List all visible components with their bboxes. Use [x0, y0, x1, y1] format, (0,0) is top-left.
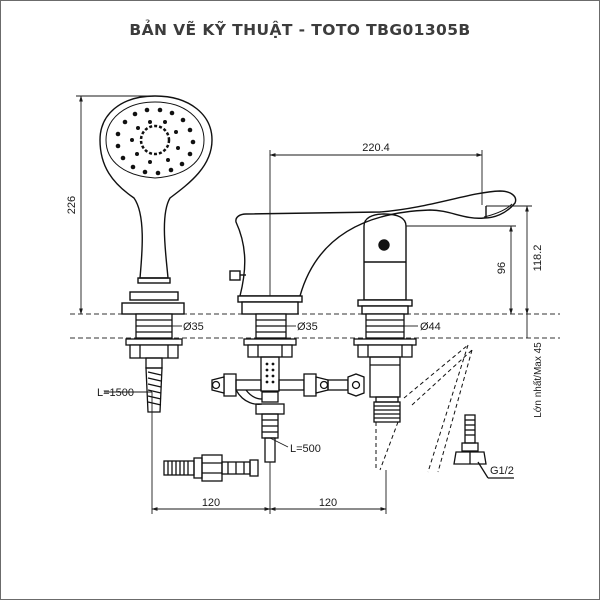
spout-mount: [243, 313, 297, 392]
dim-spout-reach: 220.4: [362, 142, 390, 154]
mixer-body: [357, 213, 413, 315]
hand-shower-mount: [125, 313, 183, 413]
mixer-hoses: [375, 344, 473, 473]
hand-shower-hose: [147, 371, 162, 406]
dim-hose-connector: L=500: [290, 443, 321, 455]
drawing-title: BẢN VẼ KỸ THUẬT - TOTO TBG01305B: [129, 21, 471, 39]
dim-spacing-right: 120: [319, 497, 337, 509]
dimension-lines: [76, 95, 532, 514]
hand-shower: [99, 95, 213, 315]
mixer-mount: [353, 313, 417, 423]
spout-body: [229, 190, 517, 315]
dim-hole-body: Ø35: [297, 321, 318, 333]
spout-connector-dots: [265, 362, 275, 384]
dim-spacing-left: 120: [202, 497, 220, 509]
dim-hose-handshower: L=1500: [97, 387, 134, 399]
hose-connector: [163, 454, 259, 482]
dim-thread: G1/2: [490, 465, 514, 477]
supply-tee: [211, 373, 365, 463]
dim-handshower-height: 226: [66, 196, 78, 214]
dim-spout-height: 118.2: [532, 245, 544, 272]
dim-lever-height: 96: [496, 262, 508, 274]
dim-deck-thickness: Lớn nhất/Max 45: [532, 342, 544, 418]
dim-hole-mixer: Ø44: [420, 321, 441, 333]
g12-fitting: [453, 414, 514, 479]
hand-shower-nozzles: [115, 107, 196, 176]
dim-hole-handshower: Ø35: [183, 321, 204, 333]
